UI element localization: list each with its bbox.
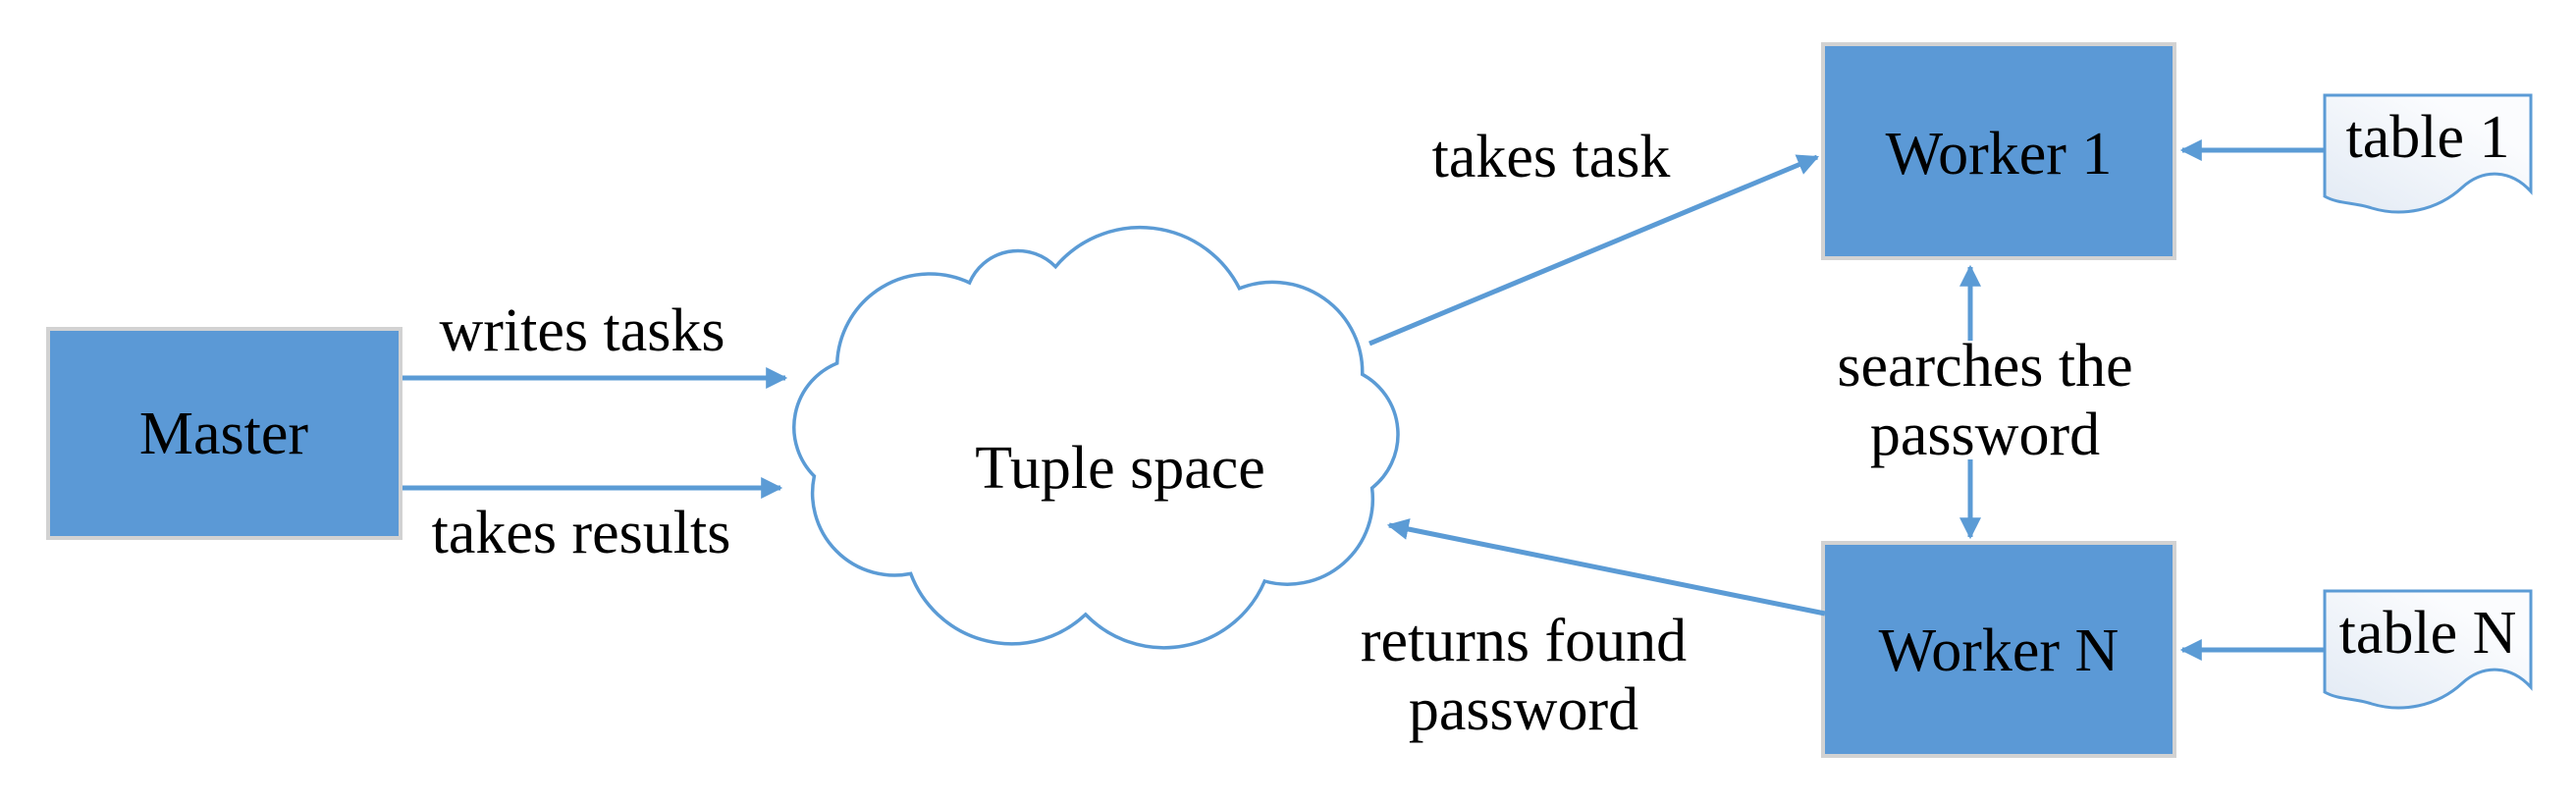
returns-found-password-arrow: [1386, 518, 1826, 617]
tuple-space-label: Tuple space: [975, 435, 1265, 502]
searches-password-label-line2: password: [1870, 402, 2100, 468]
takes-task-arrow: [1368, 154, 1820, 347]
takes-results-label: takes results: [432, 500, 731, 566]
worker-n-label: Worker N: [1879, 617, 2120, 684]
master-node: [46, 327, 402, 540]
tuple-space-cloud: [792, 225, 1400, 650]
writes-tasks-label: writes tasks: [439, 297, 724, 364]
worker-n-node: [1821, 541, 2176, 758]
returns-found-password-label-line1: returns found: [1361, 608, 1687, 674]
table-1-label: table 1: [2346, 104, 2510, 171]
worker-1-node: [1821, 42, 2176, 260]
worker-1-label: Worker 1: [1886, 121, 2113, 188]
master-label: Master: [139, 401, 309, 467]
table-n-label: table N: [2339, 600, 2517, 667]
table-1-document: [2323, 93, 2533, 214]
returns-found-password-label-line2: password: [1409, 676, 1638, 743]
table-n-document: [2323, 589, 2533, 710]
searches-password-label-line1: searches the: [1837, 333, 2132, 400]
takes-task-label: takes task: [1432, 124, 1671, 190]
